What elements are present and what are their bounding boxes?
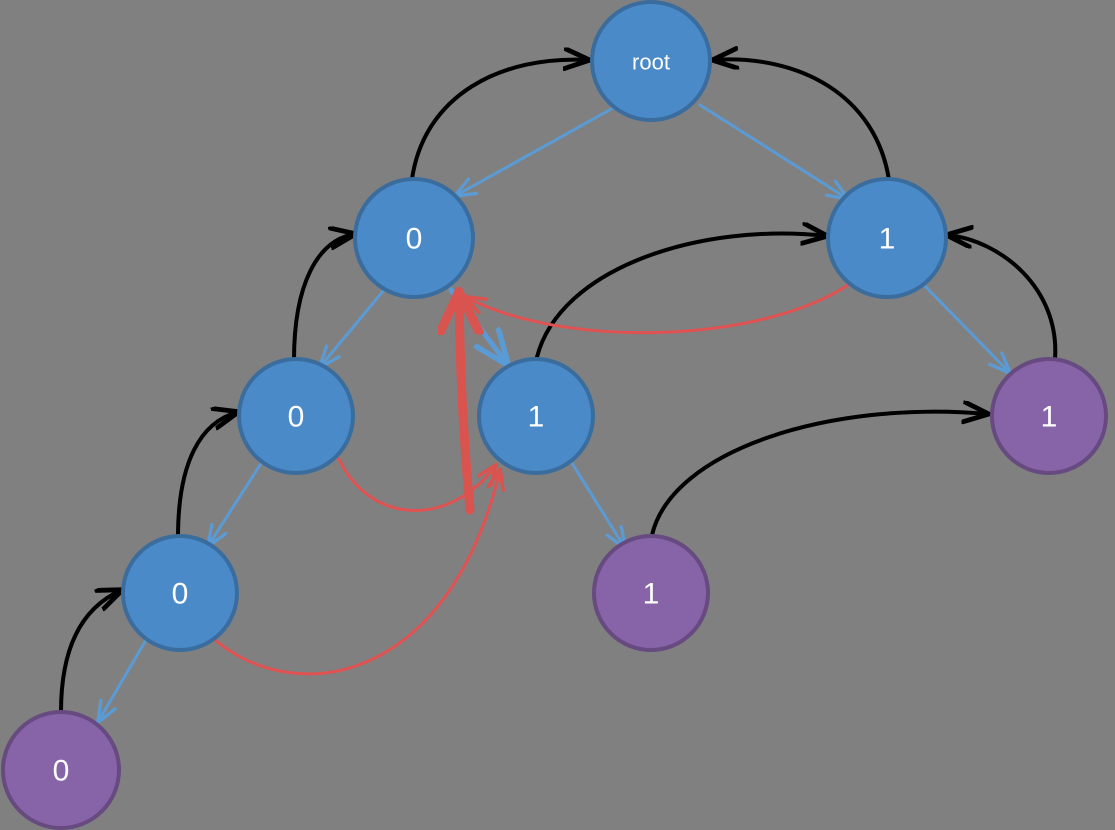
back-p0b-to-0c[interactable] — [59, 590, 122, 714]
edges-layer — [59, 59, 1058, 722]
back-0c-to-0b[interactable] — [176, 412, 238, 539]
tree-0a-to-0b[interactable] — [320, 288, 386, 367]
back-1b-to-1a[interactable] — [535, 234, 827, 359]
node-circle-p1r[interactable] — [990, 357, 1108, 475]
tree-0c-to-p0b[interactable] — [98, 638, 148, 722]
node-label-p1r: 1 — [1041, 401, 1058, 434]
node-circle-n1a[interactable] — [826, 177, 948, 299]
link-1a-to-0a[interactable] — [466, 281, 853, 335]
node-label-p1b: 1 — [643, 578, 660, 611]
node-label-root: root — [632, 50, 670, 75]
node-label-n1a: 1 — [879, 223, 896, 256]
node-circle-n0a[interactable] — [353, 177, 475, 299]
tree-1b-to-p1b[interactable] — [568, 458, 625, 548]
back-p1r-to-1a[interactable] — [947, 235, 1058, 361]
back-0a-to-root[interactable] — [410, 60, 589, 181]
graph-node-p1b[interactable]: 1 — [592, 534, 710, 652]
tree-root-to-1a[interactable] — [698, 103, 848, 199]
link-1b-to-0a[interactable] — [459, 296, 470, 515]
node-circle-p0b[interactable] — [1, 710, 121, 830]
graph-node-p1r[interactable]: 1 — [990, 357, 1108, 475]
graph-node-p0b[interactable]: 0 — [1, 710, 121, 830]
back-1a-to-root[interactable] — [713, 59, 891, 182]
graph-node-n0a[interactable]: 0 — [353, 177, 475, 299]
graph-node-n1a[interactable]: 1 — [826, 177, 948, 299]
node-label-p0b: 0 — [53, 755, 70, 788]
back-0b-to-0a[interactable] — [292, 234, 355, 362]
graph-node-n0b[interactable]: 0 — [237, 357, 355, 475]
node-label-n0b: 0 — [288, 401, 305, 434]
tree-root-to-0a[interactable] — [455, 106, 615, 196]
node-circle-n0b[interactable] — [237, 357, 355, 475]
node-circle-root[interactable] — [590, 0, 712, 122]
back-p1b-to-p1r[interactable] — [650, 412, 988, 537]
node-label-n1b: 1 — [528, 401, 545, 434]
node-circle-n1b[interactable] — [477, 357, 595, 475]
tree-0b-to-0c[interactable] — [208, 460, 264, 546]
link-0b-to-1b[interactable] — [337, 457, 496, 512]
node-label-n0c: 0 — [172, 578, 189, 611]
graph-node-n0c[interactable]: 0 — [121, 534, 239, 652]
graph-node-root[interactable]: root — [590, 0, 712, 122]
node-label-n0a: 0 — [406, 223, 423, 256]
tree-1a-to-p1r[interactable] — [920, 281, 1010, 373]
node-circle-p1b[interactable] — [592, 534, 710, 652]
node-circle-n0c[interactable] — [121, 534, 239, 652]
link-0c-to-1b[interactable] — [213, 470, 500, 676]
graph-node-n1b[interactable]: 1 — [477, 357, 595, 475]
